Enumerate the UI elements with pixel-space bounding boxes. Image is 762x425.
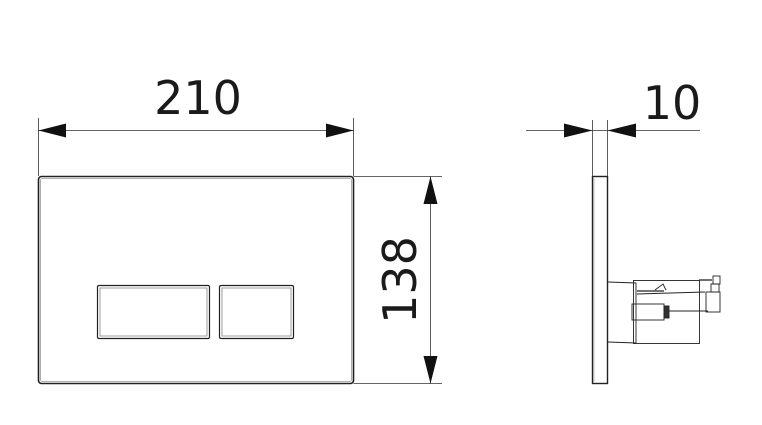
flush-button-small bbox=[218, 284, 295, 340]
front-plate bbox=[37, 175, 355, 385]
height-dimension bbox=[353, 176, 442, 384]
height-dimension-label: 138 bbox=[373, 236, 427, 324]
arrowhead-left bbox=[607, 123, 636, 138]
front-view bbox=[37, 175, 355, 385]
mounting-mechanism bbox=[607, 275, 721, 344]
flush-button-large-inner bbox=[99, 287, 208, 337]
flush-button-large bbox=[96, 284, 211, 340]
arrowhead-up bbox=[423, 176, 438, 204]
depth-dimension-label: 10 bbox=[643, 76, 702, 130]
arrowhead-left bbox=[38, 123, 66, 138]
front-plate-inner-edge bbox=[40, 178, 352, 382]
arrowhead-right bbox=[326, 123, 354, 138]
side-view bbox=[591, 175, 721, 385]
arrowhead-down bbox=[423, 356, 438, 384]
depth-dimension bbox=[526, 120, 700, 176]
width-dimension bbox=[38, 118, 354, 176]
flush-button-small-inner bbox=[221, 287, 292, 337]
width-dimension-label: 210 bbox=[154, 71, 242, 125]
side-plate bbox=[591, 175, 609, 385]
arrowhead-right bbox=[564, 123, 593, 138]
